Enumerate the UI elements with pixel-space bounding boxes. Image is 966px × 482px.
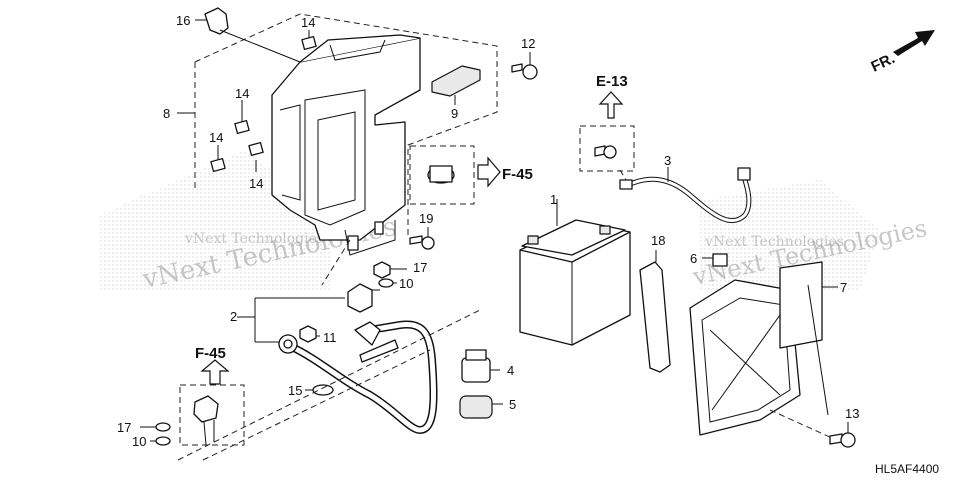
starter-relay [461, 349, 500, 383]
battery-cable [619, 167, 752, 223]
callout-14: 14 [235, 86, 249, 101]
nut [140, 422, 171, 432]
terminal-cover [347, 283, 380, 313]
callout-14: 14 [209, 130, 223, 145]
nut [299, 325, 320, 343]
watermark-text: vNext Technologies [184, 231, 324, 247]
reference-f45-top: F-45 [502, 166, 533, 183]
callout-1: 1 [550, 192, 557, 207]
callout-14: 14 [301, 15, 315, 30]
up-arrow [598, 91, 624, 119]
reference-f45-top-box [409, 145, 501, 205]
bolt [769, 284, 856, 448]
clip-nut [210, 30, 317, 173]
battery-box [271, 34, 421, 256]
callout-7: 7 [840, 280, 847, 295]
callout-6: 6 [690, 251, 697, 266]
nut [373, 261, 407, 279]
callouts: 1 2 3 4 5 6 7 8 9 10 10 11 12 13 14 14 1… [117, 13, 859, 449]
callout-4: 4 [507, 363, 514, 378]
callout-17: 17 [413, 260, 427, 275]
bolt [594, 145, 617, 159]
callout-10: 10 [132, 434, 146, 449]
callout-2: 2 [230, 309, 237, 324]
reference-f45-bottom: F-45 [195, 345, 226, 362]
callout-13: 13 [845, 406, 859, 421]
callout-17: 17 [117, 420, 131, 435]
washer [150, 436, 171, 446]
reference-e13: E-13 [596, 73, 628, 90]
battery-box-outline [194, 13, 498, 238]
reference-f45-bottom-box [179, 359, 245, 446]
callout-10: 10 [399, 276, 413, 291]
clip [195, 7, 301, 63]
callout-16: 16 [176, 13, 190, 28]
callout-18: 18 [651, 233, 665, 248]
battery [519, 199, 631, 346]
diagram-code: HL5AF4400 [875, 462, 939, 476]
callout-11: 11 [323, 330, 337, 345]
front-label: FR. [869, 50, 898, 76]
battery-tray [689, 261, 838, 436]
cable-band [305, 384, 334, 396]
callout-15: 15 [288, 383, 302, 398]
reference-e13-box [579, 125, 635, 172]
watermark-text: vNext Technologies [704, 234, 844, 250]
front-direction-arrow: FR. [869, 30, 935, 76]
callout-14: 14 [249, 176, 263, 191]
cushion [702, 253, 728, 267]
callout-12: 12 [521, 36, 535, 51]
callout-19: 19 [419, 211, 433, 226]
callout-5: 5 [509, 397, 516, 412]
washer [378, 278, 397, 288]
pad [431, 65, 481, 97]
relay-cover [459, 395, 503, 419]
callout-8: 8 [163, 106, 170, 121]
battery-band [639, 250, 671, 373]
callout-3: 3 [664, 153, 671, 168]
callout-9: 9 [451, 106, 458, 121]
bolt [511, 52, 538, 80]
bolt [409, 227, 435, 250]
